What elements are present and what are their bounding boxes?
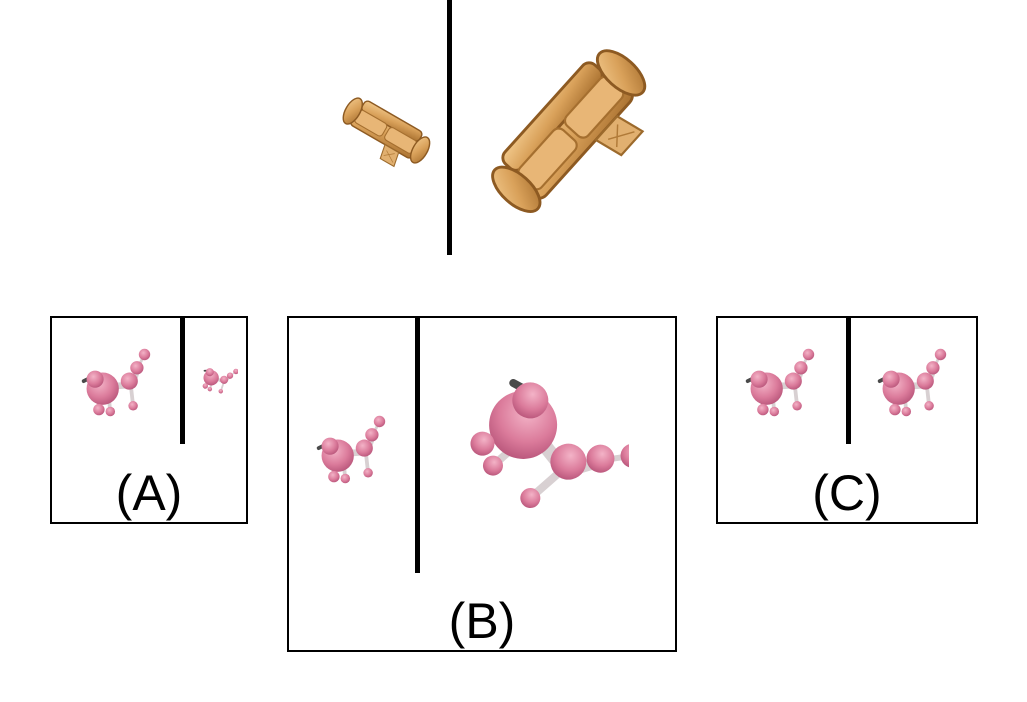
option-a-right-poodle-image	[198, 358, 238, 398]
example-divider	[447, 0, 452, 255]
option-a-panel[interactable]: (A)	[50, 316, 248, 524]
option-c-right-poodle-image	[870, 343, 950, 418]
example-left-sofa-image	[335, 92, 435, 178]
option-c-label: (C)	[812, 465, 882, 521]
option-c-left-poodle-image	[738, 343, 818, 418]
option-b-left-poodle-image	[309, 410, 389, 485]
option-a-divider	[180, 318, 185, 444]
option-b-right-poodle-image	[469, 363, 629, 513]
option-c-panel[interactable]: (C)	[716, 316, 978, 524]
option-b-divider	[415, 318, 420, 573]
option-c-divider	[846, 318, 851, 444]
option-a-label: (A)	[115, 465, 183, 521]
option-b-label: (B)	[448, 593, 516, 649]
example-right-sofa-image	[485, 45, 660, 225]
example-pair	[0, 0, 1027, 260]
option-b-panel[interactable]: (B)	[287, 316, 677, 652]
option-a-left-poodle-image	[74, 343, 154, 418]
